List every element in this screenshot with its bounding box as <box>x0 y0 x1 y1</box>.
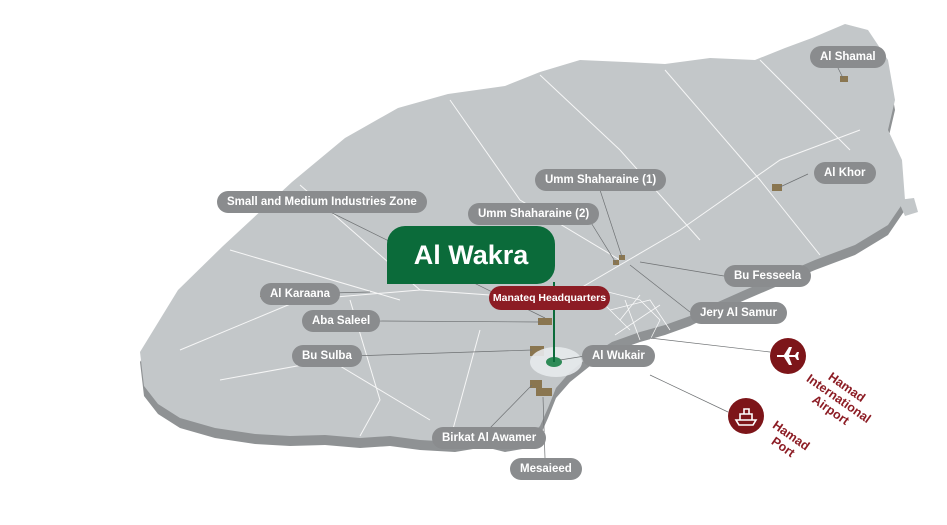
zone-bu-sulba <box>530 346 544 356</box>
label-bu-sulba[interactable]: Bu Sulba <box>292 345 362 367</box>
label-umm-shaharaine-2[interactable]: Umm Shaharaine (2) <box>468 203 600 225</box>
island <box>898 198 918 216</box>
label-small-medium-industries[interactable]: Small and Medium Industries Zone <box>217 191 427 213</box>
zone-mesaieed <box>536 388 552 396</box>
zone-umm-1 <box>619 255 625 260</box>
al-wakra-callout[interactable]: Al Wakra <box>387 226 555 284</box>
zone-al-shamal <box>840 76 848 82</box>
label-mesaieed[interactable]: Mesaieed <box>510 458 582 480</box>
zone-birkat <box>530 380 542 388</box>
label-birkat-al-awamer[interactable]: Birkat Al Awamer <box>432 427 547 449</box>
label-bu-fesseela[interactable]: Bu Fesseela <box>724 265 812 287</box>
zone-al-khor <box>772 184 782 191</box>
airport-badge[interactable] <box>770 338 806 374</box>
zone-aba-saleel <box>538 318 552 325</box>
label-aba-saleel[interactable]: Aba Saleel <box>302 310 381 332</box>
manateq-headquarters-label[interactable]: Manateq Headquarters <box>489 286 610 310</box>
airplane-icon <box>777 347 799 365</box>
label-jery-al-samur[interactable]: Jery Al Samur <box>690 302 787 324</box>
leader-lines <box>319 63 844 459</box>
port-badge[interactable] <box>728 398 764 434</box>
ship-icon <box>734 408 758 426</box>
label-al-khor[interactable]: Al Khor <box>814 162 876 184</box>
label-al-karaana[interactable]: Al Karaana <box>260 283 341 305</box>
island <box>275 400 312 425</box>
label-umm-shaharaine-1[interactable]: Umm Shaharaine (1) <box>535 169 667 191</box>
doha-urban-area <box>599 289 671 341</box>
label-al-wukair[interactable]: Al Wukair <box>582 345 655 367</box>
label-al-shamal[interactable]: Al Shamal <box>810 46 886 68</box>
